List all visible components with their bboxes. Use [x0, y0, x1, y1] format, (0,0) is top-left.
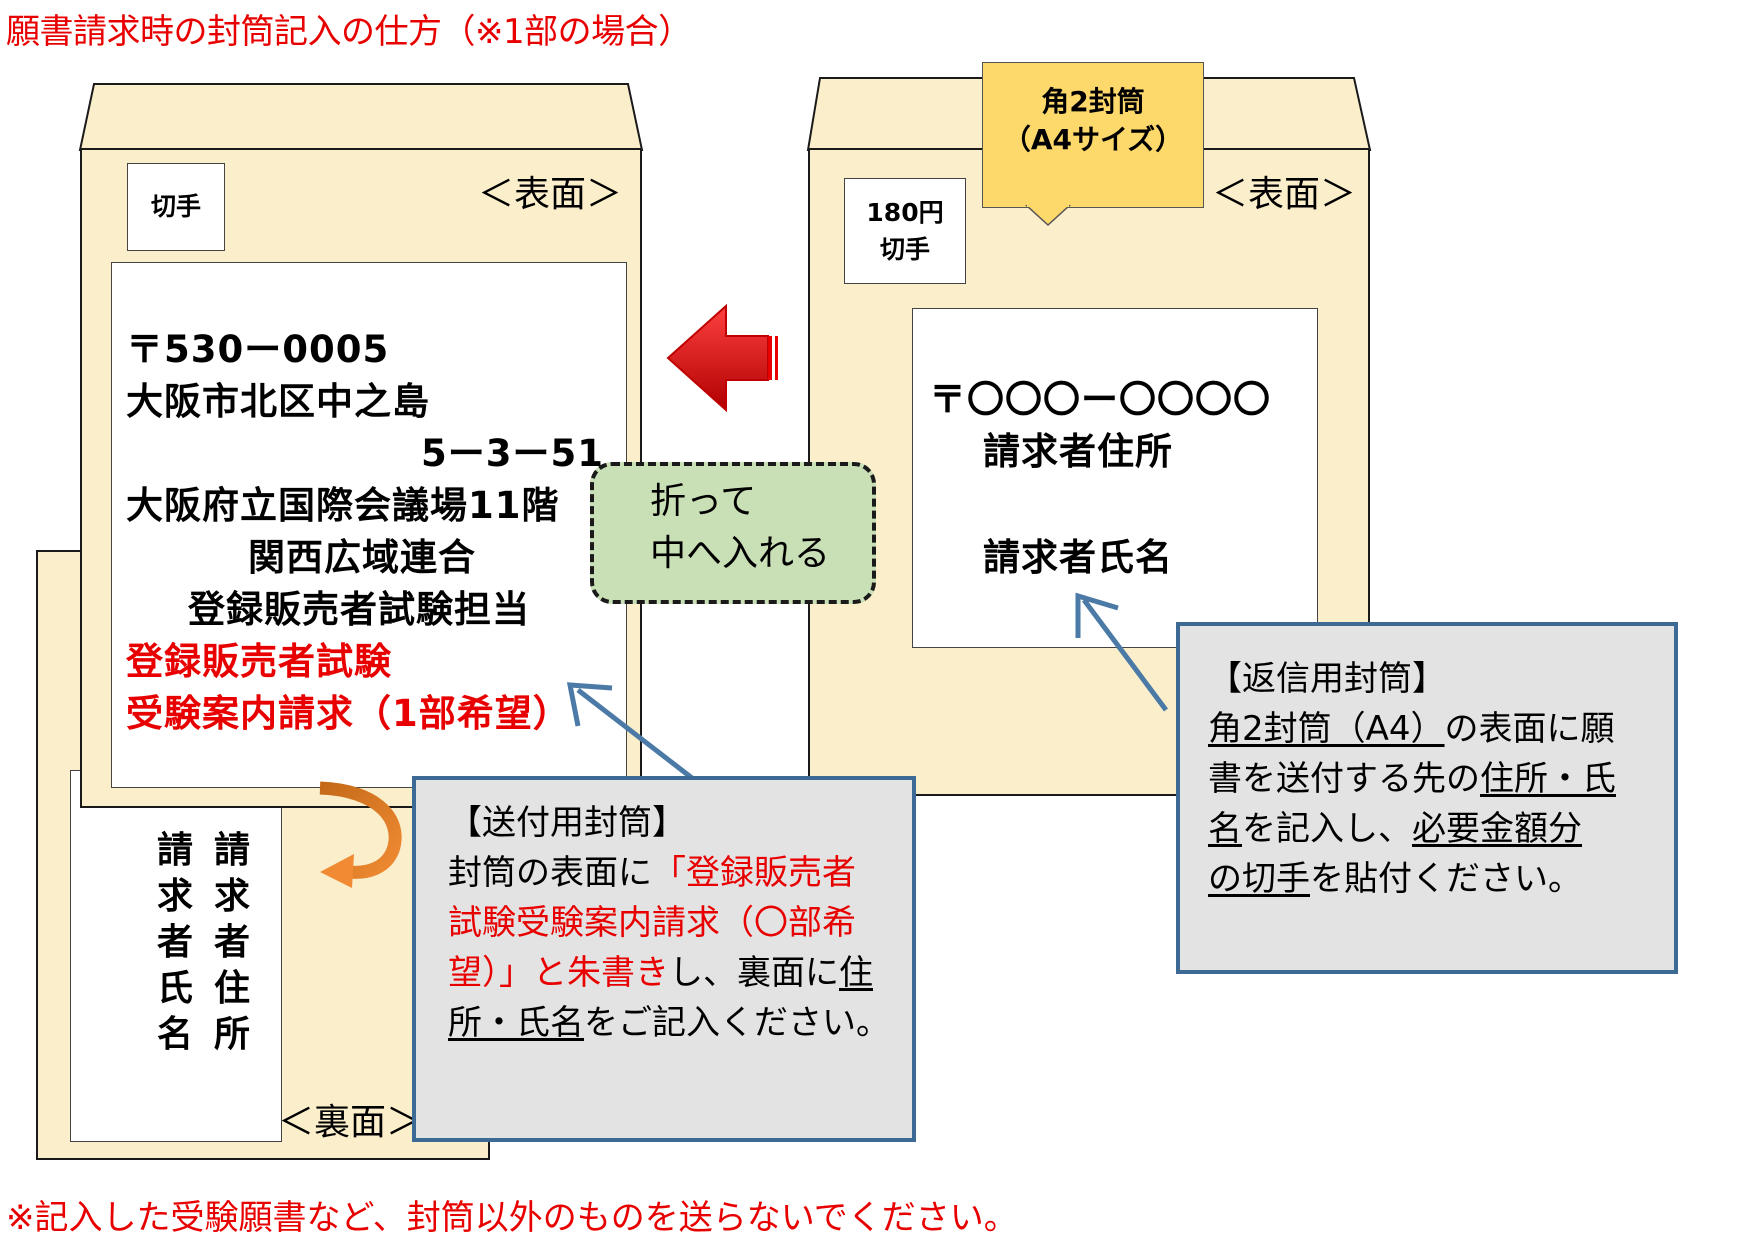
return-callout-heading: 【返信用封筒】: [1208, 659, 1446, 699]
send-recipient-dept: 登録販売者試験担当: [188, 588, 530, 631]
return-postal-code: 〒〇〇〇ー〇〇〇〇: [929, 378, 1271, 421]
send-address-line1: 大阪市北区中之島: [126, 380, 430, 423]
return-envelope-front-label: ＜表面＞: [1212, 174, 1357, 215]
return-envelope-stamp: 180円切手: [844, 178, 966, 284]
footnote: ※記入した受験願書など、封筒以外のものを送らないでください。: [6, 1198, 1018, 1238]
curved-arrow-icon: [319, 781, 402, 888]
back-column-address: 請求者住所: [213, 830, 250, 1055]
send-envelope-front-label: ＜表面＞: [478, 174, 623, 215]
send-envelope-address-area: 〒530ー0005 大阪市北区中之島 5ー3ー51 大阪府立国際会議場11階 関…: [111, 262, 627, 788]
back-column-name: 請求者氏名: [156, 830, 193, 1055]
fold-instruction-note: 折って 中へ入れる: [590, 462, 876, 604]
return-envelope-address-area: 〒〇〇〇ー〇〇〇〇 請求者住所 請求者氏名: [912, 308, 1318, 648]
send-callout-heading: 【送付用封筒】: [448, 803, 686, 843]
return-address: 請求者住所: [983, 430, 1173, 473]
send-envelope-callout: 【送付用封筒】 封筒の表面に「登録販売者 試験受験案内請求（〇部希 望）」と朱書…: [412, 776, 916, 1142]
send-postal-code: 〒530ー0005: [126, 328, 390, 371]
send-envelope-flap: [78, 83, 644, 151]
send-address-line3: 大阪府立国際会議場11階: [126, 484, 560, 527]
send-envelope-back-label: ＜裏面＞: [278, 1102, 423, 1143]
send-envelope-back-label-area: [70, 770, 282, 1142]
send-red-note-line1: 登録販売者試験: [126, 640, 392, 683]
send-address-line2: 5ー3ー51: [421, 432, 604, 475]
red-arrow-left-icon: [666, 303, 778, 413]
page-title: 願書請求時の封筒記入の仕方（※1部の場合）: [6, 12, 692, 52]
envelope-size-tag: 角2封筒 （A4サイズ）: [982, 62, 1204, 208]
send-recipient-org: 関西広域連合: [248, 536, 476, 579]
send-red-note-line2: 受験案内請求（1部希望）: [126, 692, 571, 735]
send-envelope-stamp: 切手: [127, 163, 225, 251]
return-envelope-callout: 【返信用封筒】 角2封筒（A4）の表面に願 書を送付する先の住所・氏 名を記入し…: [1176, 622, 1678, 974]
tag-pointer: [1024, 205, 1072, 227]
return-name: 請求者氏名: [983, 536, 1173, 579]
